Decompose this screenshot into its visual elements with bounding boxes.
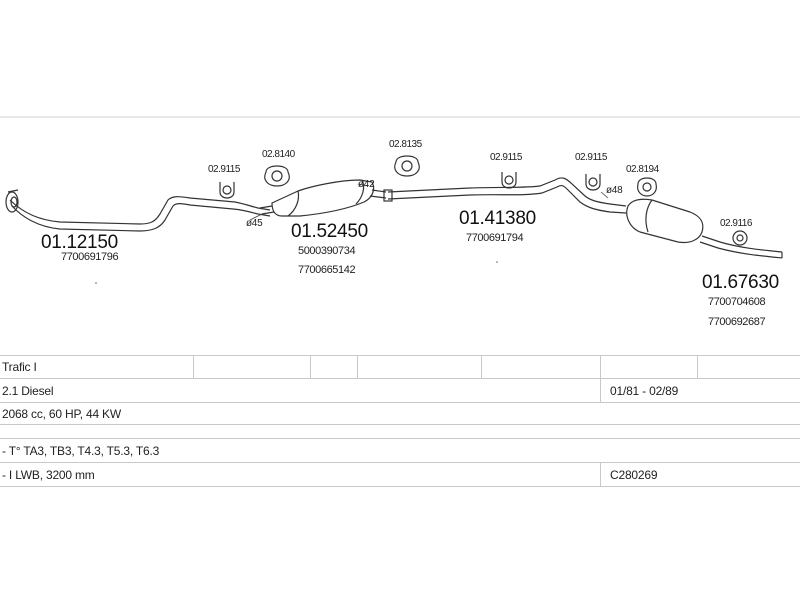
table-cell-divider (193, 355, 194, 378)
table-rule (0, 438, 800, 439)
fitting-number-f6: 02.8194 (626, 164, 659, 175)
stray-mark (496, 261, 498, 263)
vehicle-years: 01/81 - 02/89 (610, 384, 679, 398)
table-rule (0, 486, 800, 487)
table-cell-divider (600, 462, 601, 486)
table-rule (0, 424, 800, 425)
fitting-f6-drawing (637, 177, 657, 197)
part-ref-p1-1: 7700691796 (61, 251, 119, 263)
leader-lines (249, 183, 609, 221)
fitting-number-f1: 02.9115 (208, 164, 240, 175)
vehicle-types: - T° TA3, TB3, T4.3, T5.3, T6.3 (2, 444, 160, 458)
table-cell-divider (697, 355, 698, 378)
rear-silencer-drawing (626, 198, 783, 259)
table-rule (0, 462, 800, 463)
vehicle-engine: 2.1 Diesel (2, 384, 54, 398)
vehicle-model: Trafic I (2, 360, 37, 374)
vehicle-wheelbase: - I LWB, 3200 mm (2, 468, 95, 482)
table-cell-divider (310, 355, 311, 378)
fitting-number-f4: 02.9115 (490, 152, 522, 163)
part-ref-p2-2: 7700665142 (298, 264, 356, 276)
part-ref-p3-1: 7700691794 (466, 232, 524, 244)
vehicle-code: C280269 (610, 468, 658, 482)
part-number-p2: 01.52450 (291, 221, 368, 242)
table-rule (0, 402, 800, 403)
fitting-number-f7: 02.9116 (720, 218, 752, 229)
stray-mark (95, 282, 97, 284)
fitting-number-f3: 02.8135 (389, 139, 422, 150)
fitting-number-f5: 02.9115 (575, 152, 607, 163)
table-cell-divider (357, 355, 358, 378)
part-ref-p2-1: 5000390734 (298, 245, 356, 257)
diameter-d3: ø48 (606, 185, 623, 196)
fitting-number-f2: 02.8140 (262, 149, 295, 160)
fitting-f5-drawing (585, 174, 601, 191)
table-cell-divider (481, 355, 482, 378)
part-number-p4: 01.67630 (702, 272, 779, 293)
part-number-p1: 01.12150 (41, 232, 118, 253)
fitting-f4-drawing (501, 172, 517, 189)
fitting-f1-drawing (219, 182, 235, 199)
diameter-d1: ø45 (246, 218, 263, 229)
part-ref-p4-2: 7700692687 (708, 316, 766, 328)
fitting-f3-drawing (394, 155, 420, 177)
part-number-p3: 01.41380 (459, 208, 536, 229)
part-ref-p4-1: 7700704608 (708, 296, 766, 308)
table-rule (0, 355, 800, 356)
table-rule (0, 378, 800, 379)
diameter-d2: ø42 (358, 179, 375, 190)
vehicle-specs: 2068 cc, 60 HP, 44 KW (2, 407, 121, 421)
fitting-f7-drawing (732, 230, 748, 246)
front-pipe-drawing (5, 189, 271, 232)
fitting-f2-drawing (264, 165, 290, 187)
table-cell-divider (600, 355, 601, 402)
